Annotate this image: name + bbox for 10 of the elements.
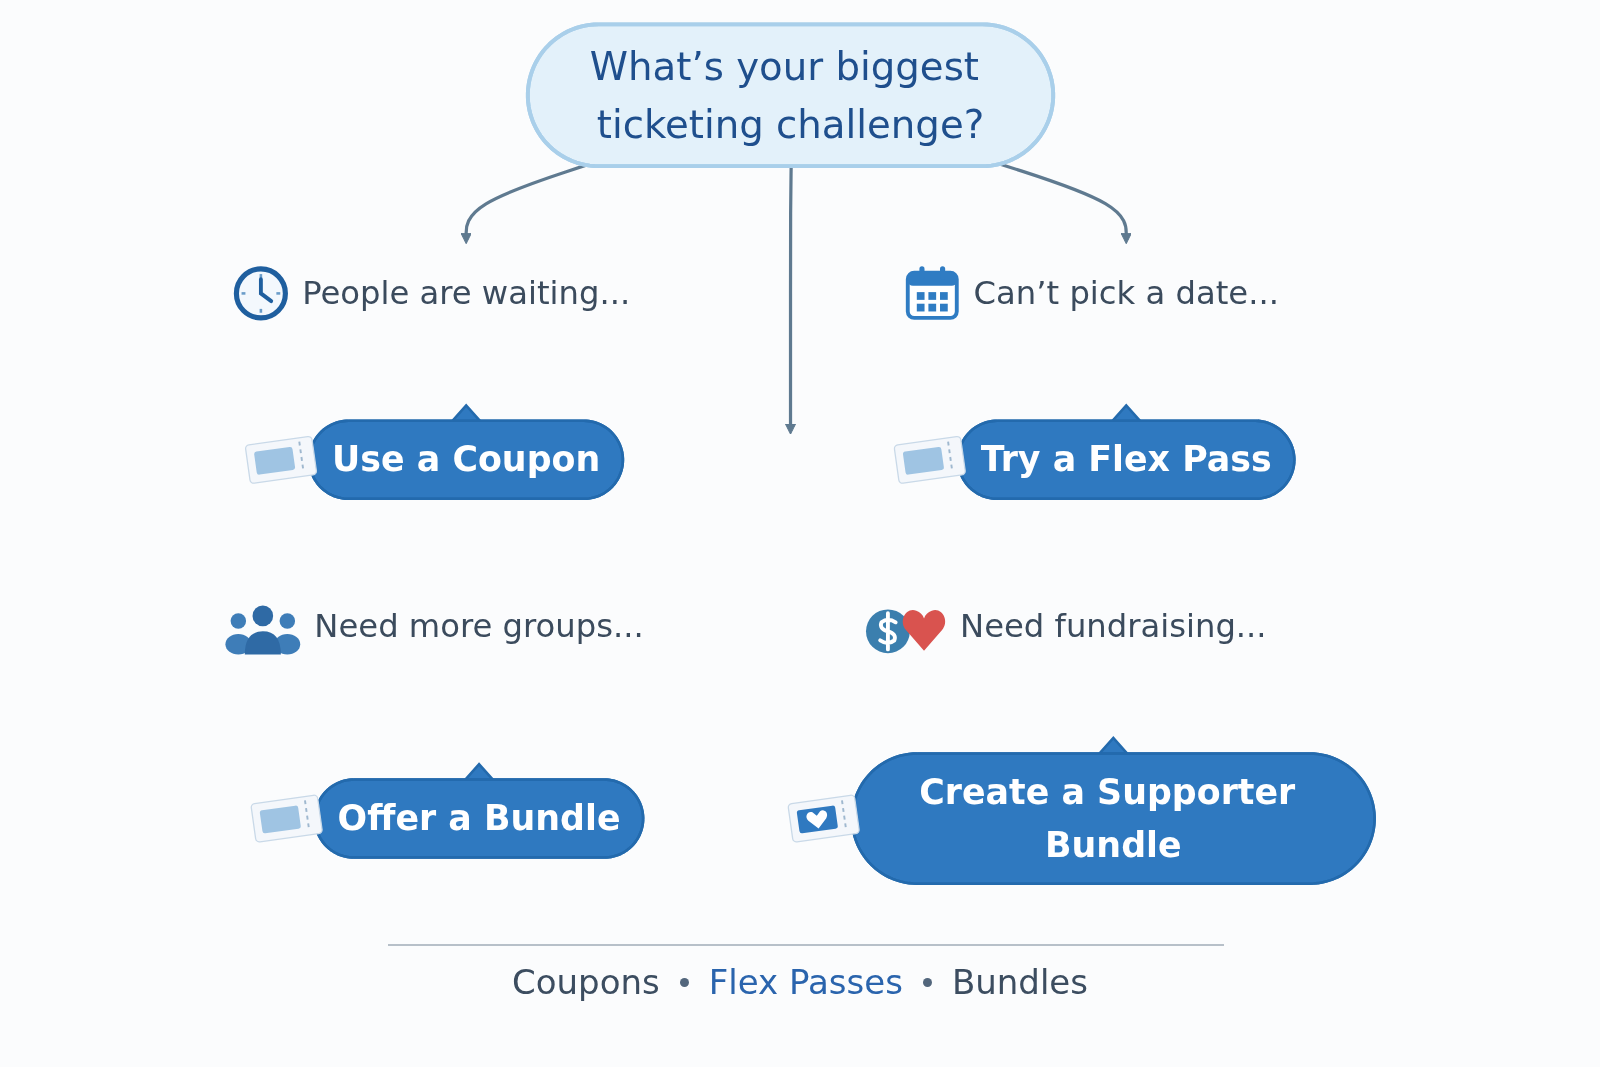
footer-label: Coupons [512,962,660,1002]
footer-label: Flex Passes [708,962,903,1002]
arrow [460,163,586,244]
node-text: People are waiting... [302,274,631,312]
arrow [1000,162,1132,244]
node-text: Need fundraising... [960,607,1267,645]
node-text: Need more groups... [314,607,644,645]
arrow [784,166,797,435]
footer-label: Bundles [951,962,1088,1002]
node-text: Can’t pick a date... [973,274,1279,312]
